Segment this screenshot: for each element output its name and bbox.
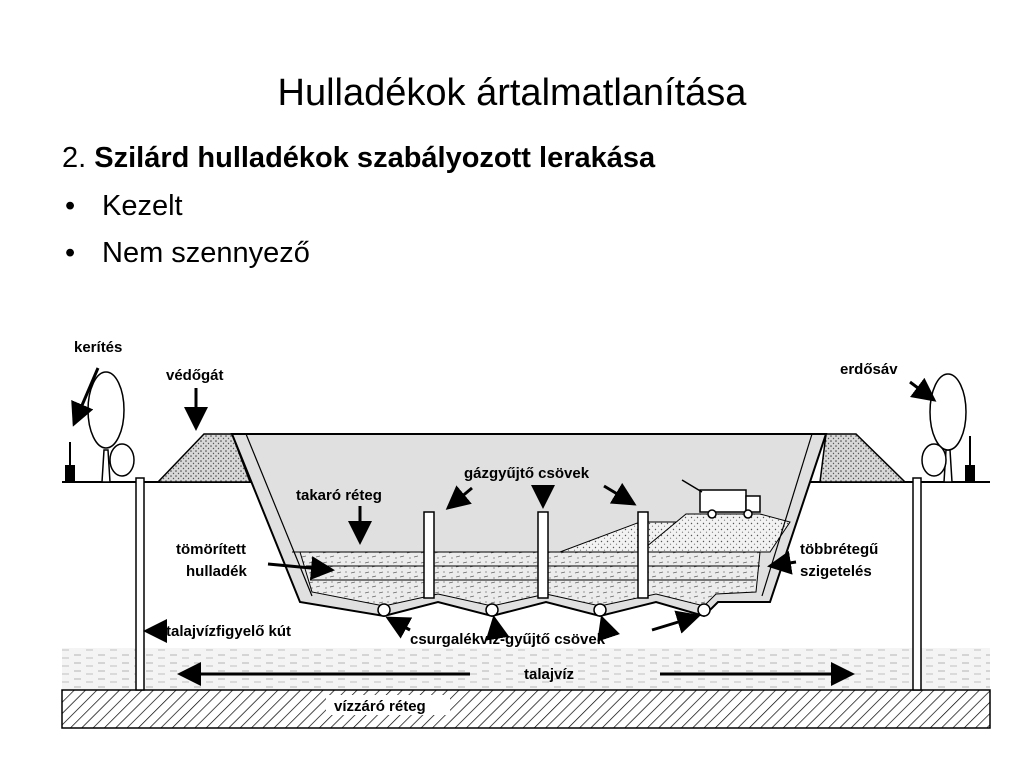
tree-icon [921,373,967,483]
arrow-gaz-left [445,485,473,510]
bullet-item: • Nem szennyező [62,239,310,268]
label-tomoritett: tömörített [176,541,246,558]
arrow-tobbretegu [767,550,797,575]
monitoring-well-left [135,477,145,691]
arrow-csurg-1 [385,616,413,639]
label-erdosav: erdősáv [840,361,898,378]
leachate-pipe [377,603,711,617]
label-takaro: takaró réteg [296,487,382,504]
section-number: 2. [62,142,87,174]
arrow-kerites [71,367,100,427]
arrow-csurg-3 [597,615,621,642]
bullet-text: Nem szennyező [102,237,310,269]
gas-pipe [423,511,649,599]
bullet-list: • Kezelt • Nem szennyező [62,192,310,286]
label-kerites: kerítés [74,339,122,356]
label-bg [326,695,450,715]
arrow-tomoritett [267,556,335,580]
impermeable-layer [61,689,991,729]
monitoring-well-right [912,477,922,691]
label-szigeteles: szigetelés [800,563,872,580]
fence-icon [65,442,75,483]
section-heading-text: Szilárd hulladékok szabályozott lerakása [94,142,656,174]
slide-title: Hulladékok ártalmatlanítása [277,72,747,114]
bullet-text: Kezelt [102,190,183,222]
arrow-gaz-right [603,482,637,506]
section-heading: 2. Szilárd hulladékok szabályozott lerak… [62,142,655,175]
arrow-csurg-2 [485,615,510,641]
label-hulladek: hulladék [186,563,248,580]
label-talajviz: talajvíz [524,666,574,683]
label-tobbretegu: többrétegű [800,541,878,558]
bullet-item: • Kezelt [62,192,310,221]
label-gazgyujto: gázgyűjtő csövek [464,465,590,482]
arrow-erdosav [909,377,937,402]
truck-icon [681,479,761,519]
label-talajvizfigyelo: talajvízfigyelő kút [166,623,291,640]
right-dam [819,433,907,483]
tree-icon [87,371,135,483]
fence-icon [965,436,975,483]
bullet-dot-icon: • [65,237,76,269]
label-vedogat: védőgát [166,367,224,384]
inner-liner-line [245,433,313,597]
label-csurgalekviz: csurgalékvíz-gyűjtő csövek [410,631,606,648]
landfill-diagram: kerítés védőgát erdősáv gázgyűjtő csövek… [61,339,991,729]
bullet-dot-icon: • [65,190,76,222]
label-vizzaro: vízzáró réteg [334,698,426,715]
arrow-csurg-4 [651,610,701,634]
working-face [638,513,791,553]
waste-fill [299,551,761,607]
